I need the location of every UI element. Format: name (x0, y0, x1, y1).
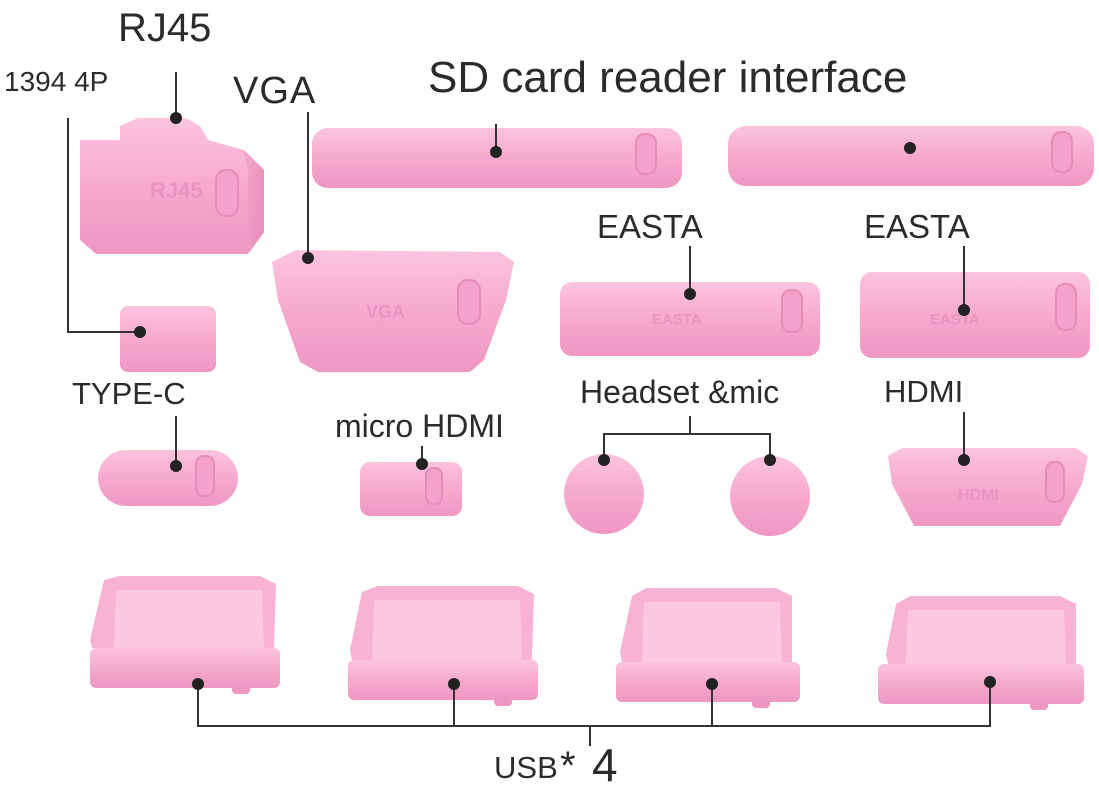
easta-plug-2: EASTA (860, 272, 1090, 358)
usb-plug-2 (348, 586, 538, 706)
1394-plug (120, 306, 216, 372)
pointer-dots (134, 112, 996, 690)
label-easta-2: EASTA (864, 208, 970, 245)
rj45-plug: RJ45 (80, 118, 264, 254)
label-hdmi: HDMI (884, 374, 964, 409)
label-easta-1: EASTA (597, 208, 703, 245)
label-type-c: TYPE-C (72, 376, 186, 411)
micro-hdmi-plug (360, 462, 462, 516)
label-vga: VGA (233, 70, 317, 112)
label-rj45: RJ45 (118, 6, 212, 50)
easta-embossed-text-2: EASTA (930, 311, 980, 328)
hdmi-embossed-text: HDMI (958, 487, 999, 504)
label-headset-mic: Headset &mic (580, 374, 780, 410)
label-usb: USB (494, 750, 558, 785)
leader-lines (67, 72, 991, 746)
sd-card-plug-2 (728, 126, 1094, 186)
hdmi-plug: HDMI (888, 448, 1088, 526)
rj45-embossed-text: RJ45 (150, 178, 203, 203)
label-sd-card-reader: SD card reader interface (428, 53, 908, 102)
type-c-plug (98, 450, 238, 506)
easta-plug-1: EASTA (560, 282, 820, 356)
vga-plug: VGA (272, 250, 514, 372)
label-usb-multiplier: * (560, 744, 576, 788)
label-usb-count: 4 (592, 739, 618, 791)
usb-plug-1 (90, 576, 280, 694)
usb-plug-3 (616, 588, 800, 708)
sd-card-plug-1 (312, 128, 682, 188)
mic-plug (730, 456, 810, 536)
usb-plug-4 (878, 596, 1084, 710)
easta-embossed-text-1: EASTA (652, 311, 702, 328)
label-micro-hdmi: micro HDMI (335, 408, 504, 444)
vga-embossed-text: VGA (366, 302, 405, 322)
label-1394-4p: 1394 4P (4, 66, 109, 97)
headset-plug (564, 454, 644, 534)
